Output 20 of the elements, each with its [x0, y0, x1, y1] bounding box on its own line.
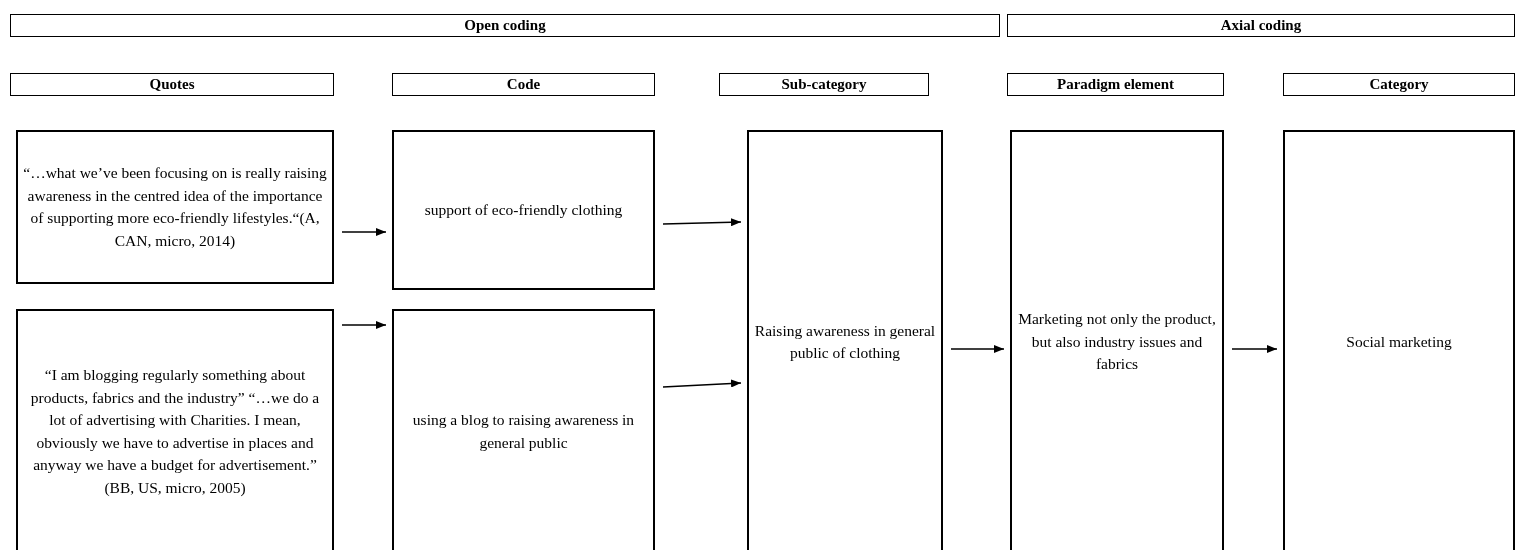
header-box: Axial coding [1007, 14, 1515, 37]
header-box: Category [1283, 73, 1515, 96]
arrow [662, 218, 742, 227]
arrow [341, 228, 387, 236]
arrow [341, 321, 387, 329]
header-box: Quotes [10, 73, 334, 96]
text-box: support of eco-friendly clothing [392, 130, 655, 290]
text-box: “I am blogging regularly something about products, fabrics and the industry” “…we do a lot of advertising with Charities. I mean, obviously we have to advertise in places and anyway we have a budget for advertisement.” (BB, US, micro, 2005) [16, 309, 334, 550]
header-box: Sub-category [719, 73, 929, 96]
text-box: Raising awareness in general public of clothing [747, 130, 943, 550]
arrow [662, 379, 742, 388]
text-box: using a blog to raising awareness in general public [392, 309, 655, 550]
arrow [1231, 345, 1278, 353]
text-box: Social marketing [1283, 130, 1515, 550]
header-box: Paradigm element [1007, 73, 1224, 96]
text-box: Marketing not only the product, but also industry issues and fabrics [1010, 130, 1224, 550]
arrow [950, 345, 1005, 353]
header-box: Open coding [10, 14, 1000, 37]
header-box: Code [392, 73, 655, 96]
text-box: “…what we’ve been focusing on is really raising awareness in the centred idea of the importance of supporting more eco-friendly lifestyles.“(A, CAN, micro, 2014) [16, 130, 334, 284]
